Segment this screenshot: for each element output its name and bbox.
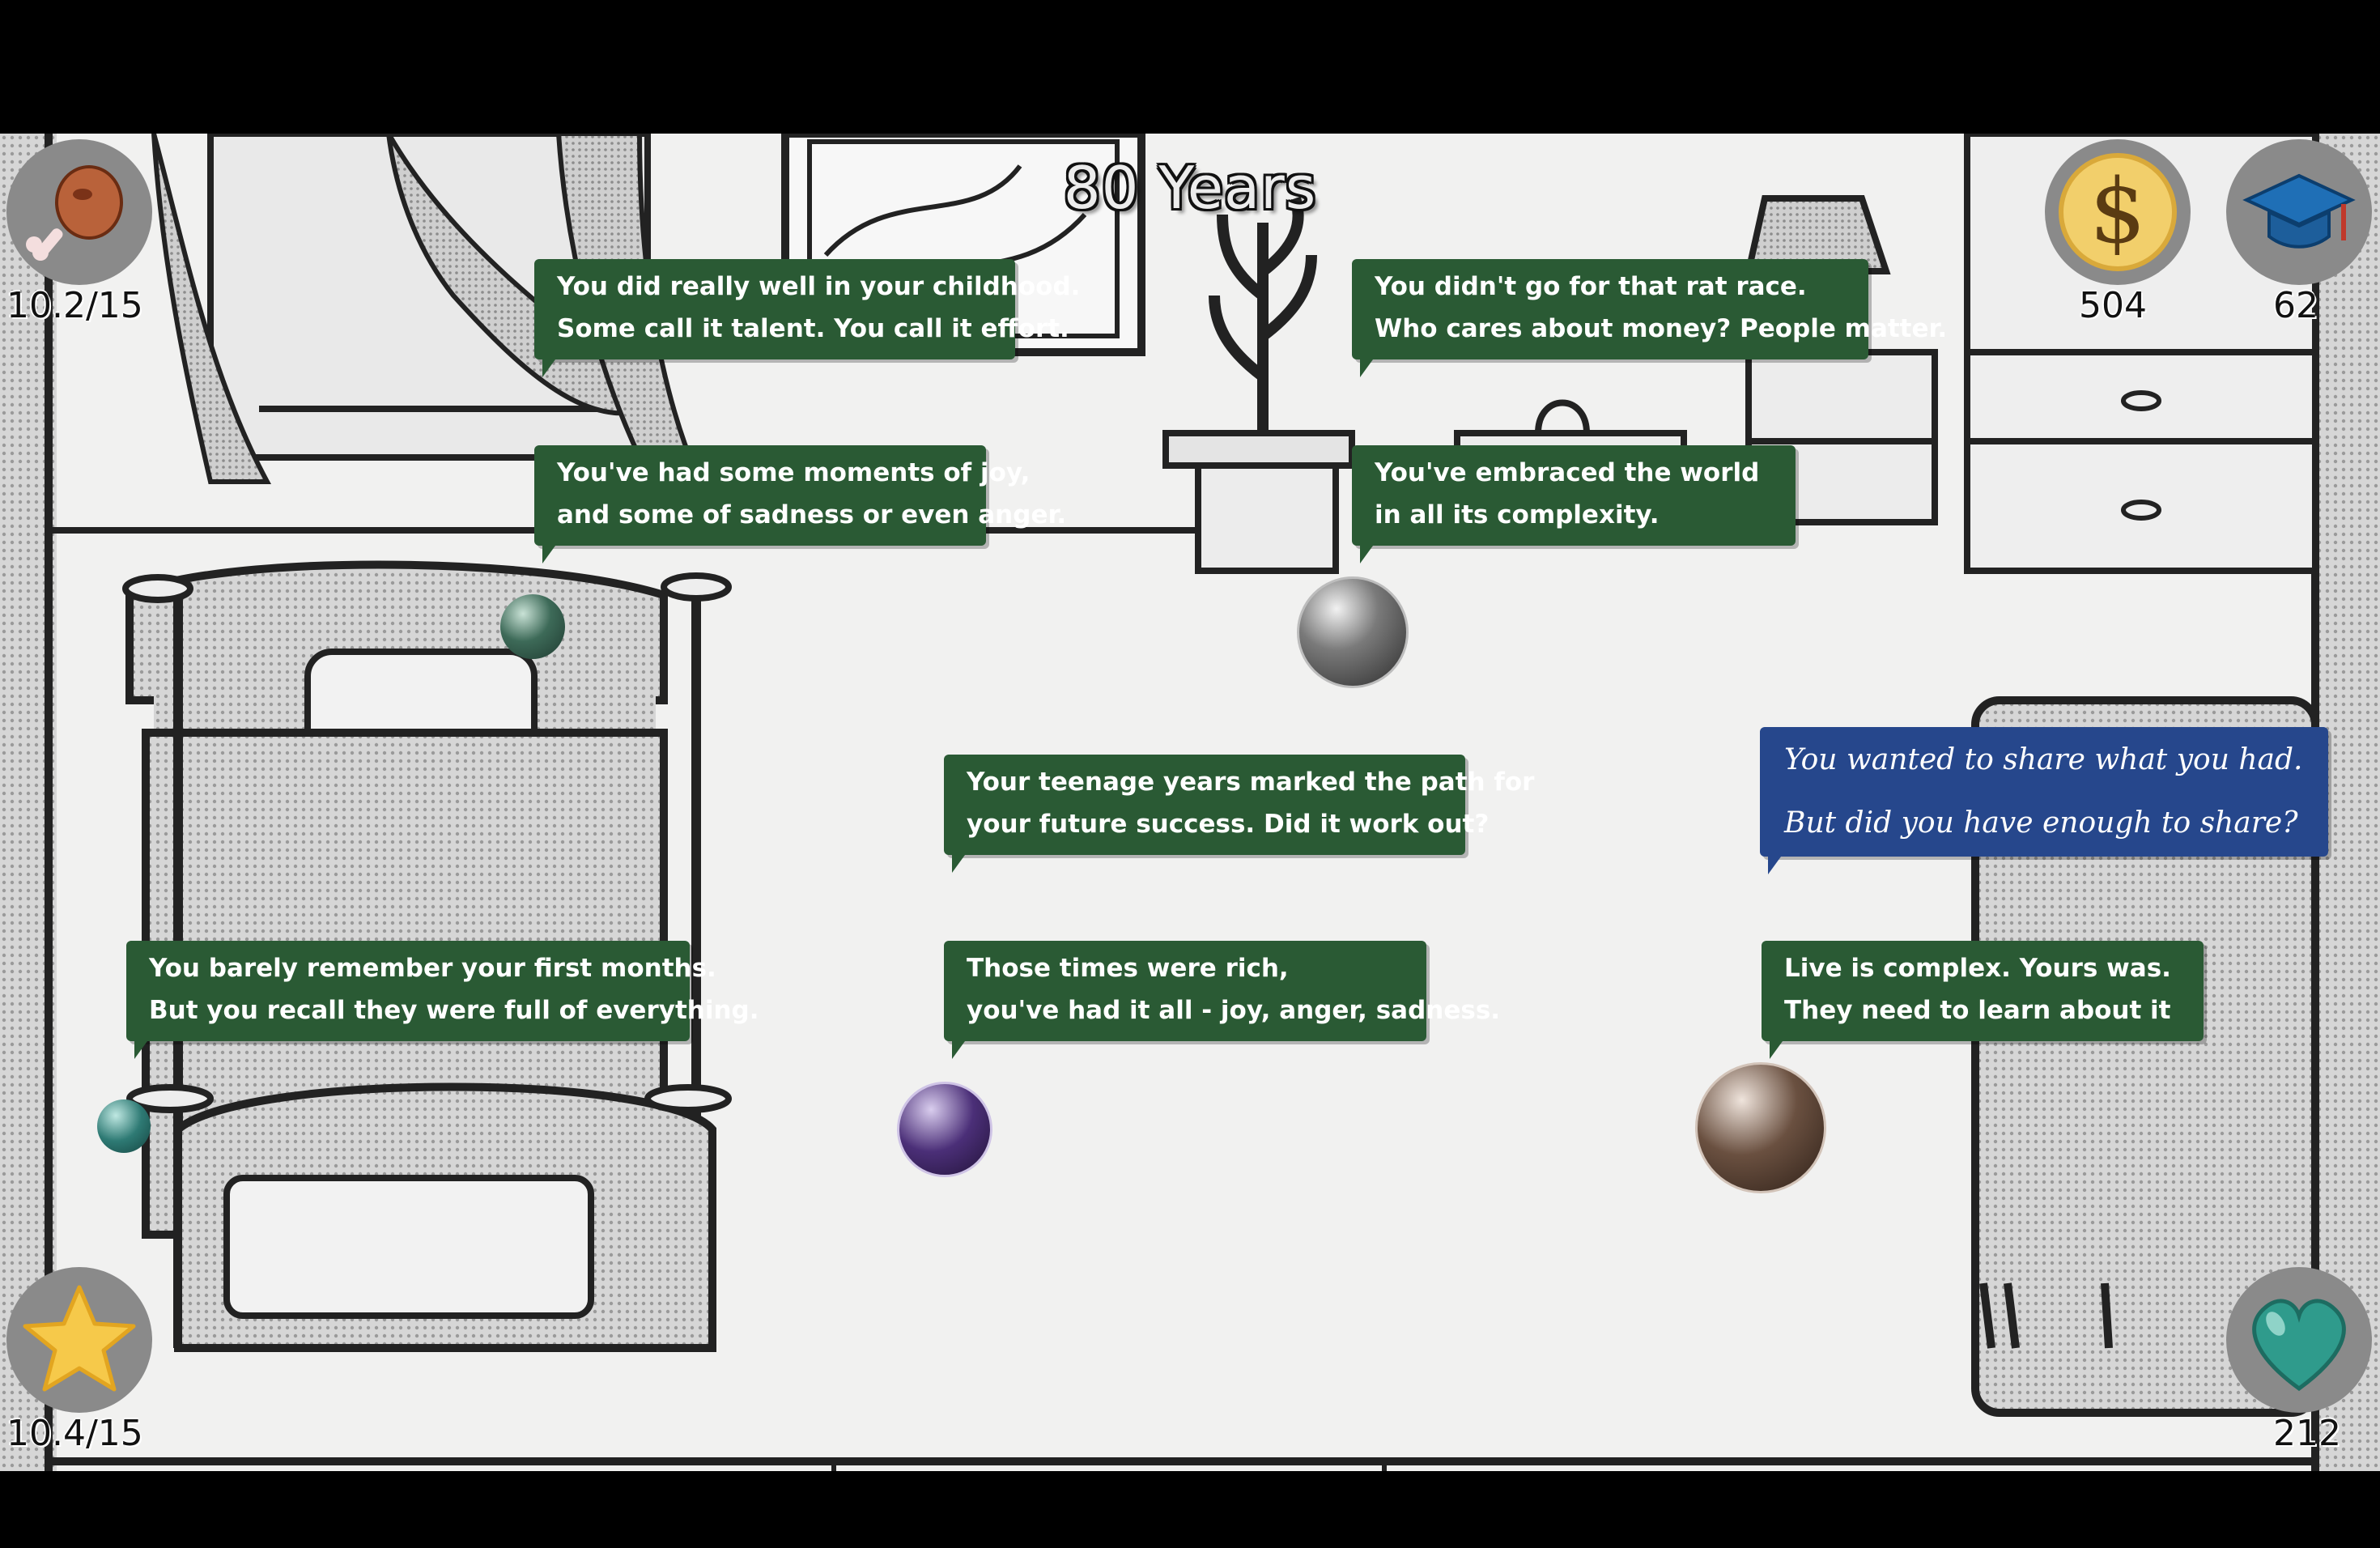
- message-line: you've had it all - joy, anger, sadness.: [967, 996, 1501, 1025]
- food-stat-value: 10.2/15: [6, 285, 143, 326]
- message-line: Some call it talent. You call it effort.: [557, 314, 1069, 343]
- message-line: Your teenage years marked the path for: [967, 768, 1535, 797]
- message-ratrace: You didn't go for that rat race. Who car…: [1352, 259, 1948, 377]
- drumstick-icon: [26, 165, 123, 261]
- food-stat-button[interactable]: [6, 139, 152, 285]
- star-stat-button[interactable]: [6, 1267, 152, 1413]
- message-line: But you recall they were full of everyth…: [149, 996, 759, 1025]
- memory-orb-grey[interactable]: [1297, 576, 1409, 688]
- education-stat-button[interactable]: [2226, 139, 2372, 285]
- message-line: and some of sadness or even anger.: [557, 500, 1067, 529]
- message-joy: You've had some moments of joy, and some…: [534, 445, 1067, 563]
- memory-orb-teal[interactable]: [97, 1099, 151, 1153]
- message-line: You did really well in your childhood.: [557, 272, 1081, 301]
- graduation-cap-icon: [2242, 173, 2356, 249]
- memory-orb-brown[interactable]: [1695, 1062, 1826, 1193]
- dollar-coin-icon: $: [2059, 153, 2177, 271]
- education-stat-value: 62: [2273, 285, 2318, 326]
- memory-orb-purple[interactable]: [897, 1082, 992, 1177]
- message-line: your future success. Did it work out?: [967, 810, 1490, 839]
- message-line: You didn't go for that rat race.: [1375, 272, 1807, 301]
- health-stat-value: 212: [2273, 1413, 2341, 1454]
- message-line: But did you have enough to share?: [1784, 806, 2298, 840]
- message-line: Who cares about money? People matter.: [1375, 314, 1948, 343]
- health-stat-button[interactable]: [2226, 1267, 2372, 1413]
- heart-icon: [2252, 1299, 2346, 1392]
- message-line: You've embraced the world: [1375, 458, 1760, 487]
- message-line: Live is complex. Yours was.: [1784, 954, 2171, 983]
- money-stat-value: 504: [2079, 285, 2147, 326]
- game-title: 80 Years: [1063, 154, 1317, 222]
- memory-orb-green[interactable]: [500, 594, 565, 659]
- message-line: You've had some moments of joy,: [557, 458, 1031, 487]
- message-line: in all its complexity.: [1375, 500, 1660, 529]
- message-teenage: Your teenage years marked the path for y…: [944, 755, 1535, 873]
- message-highlight: You wanted to share what you had. But di…: [1760, 727, 2328, 874]
- message-first-months: You barely remember your first months. B…: [126, 941, 759, 1059]
- message-complex: Live is complex. Yours was. They need to…: [1762, 941, 2204, 1059]
- star-icon: [23, 1285, 136, 1392]
- money-stat-button[interactable]: $: [2045, 139, 2191, 285]
- message-world: You've embraced the world in all its com…: [1352, 445, 1796, 563]
- message-line: They need to learn about it: [1784, 996, 2171, 1025]
- message-line: Those times were rich,: [967, 954, 1289, 983]
- svg-text:$: $: [2089, 159, 2146, 263]
- message-line: You barely remember your first months.: [149, 954, 716, 983]
- message-line: You wanted to share what you had.: [1784, 743, 2303, 776]
- star-stat-value: 10.4/15: [6, 1413, 143, 1454]
- message-childhood: You did really well in your childhood. S…: [534, 259, 1081, 377]
- message-rich-times: Those times were rich, you've had it all…: [944, 941, 1501, 1059]
